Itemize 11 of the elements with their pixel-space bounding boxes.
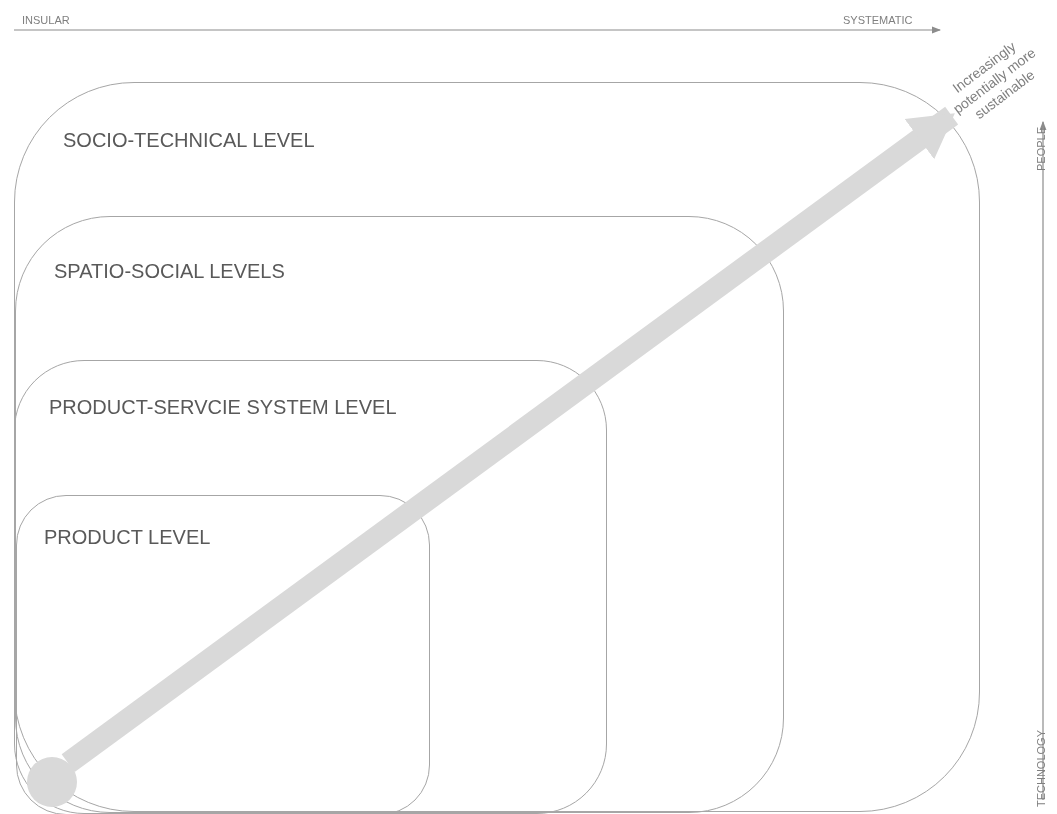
level-title: SOCIO-TECHNICAL LEVEL: [63, 129, 315, 152]
level-title: PRODUCT-SERVCIE SYSTEM LEVEL: [49, 396, 397, 419]
axis-label: INSULAR: [22, 14, 70, 26]
progress-arrow: [61, 106, 959, 773]
level-title: PRODUCT LEVEL: [44, 526, 211, 549]
axis-label: TECHNOLOGY: [1035, 730, 1047, 807]
start-dot: [27, 757, 77, 807]
level-box: [14, 360, 607, 814]
level-box: [15, 216, 784, 813]
axis-label: SYSTEMATIC: [843, 14, 913, 26]
level-title: SPATIO-SOCIAL LEVELS: [54, 260, 285, 283]
